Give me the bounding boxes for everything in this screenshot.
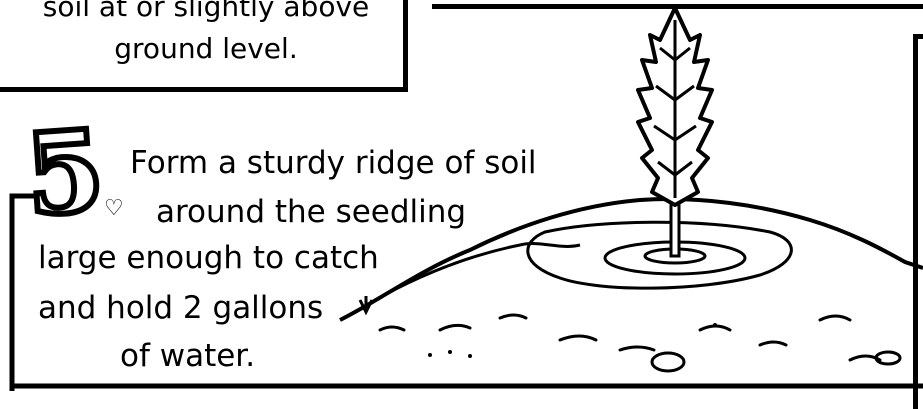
step-number: 5 [22,115,108,232]
soil-mound [340,199,923,320]
heart-icon: ♡ [104,198,124,220]
seedling-illustration [320,0,923,391]
step-text-line-5: of water. [120,334,255,378]
soil-ridge [528,222,792,288]
step-text-line-4: and hold 2 gallons [38,286,323,330]
